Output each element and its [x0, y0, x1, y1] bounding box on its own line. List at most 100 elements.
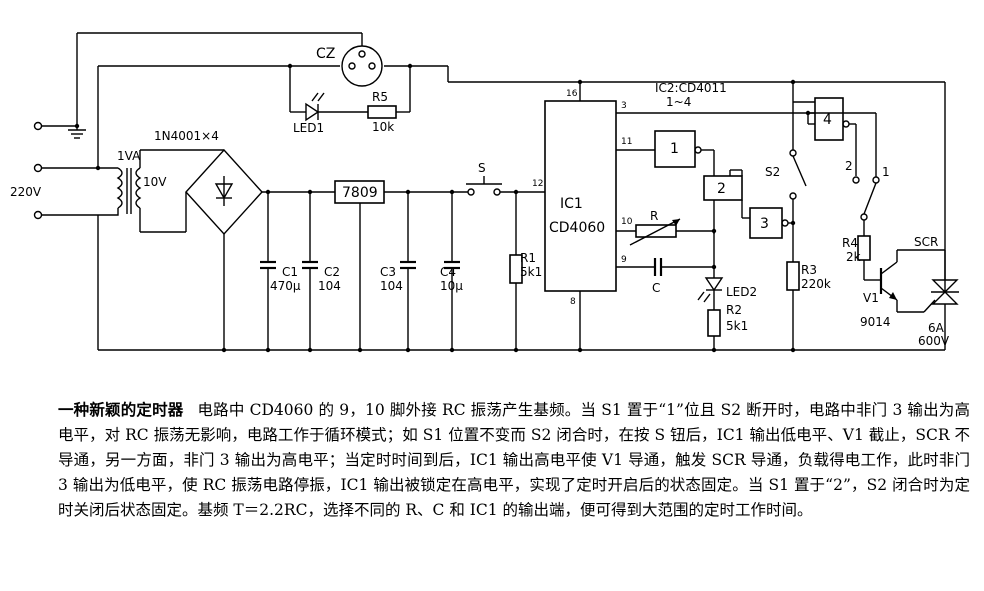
bridge-label: 1N4001×4 — [154, 129, 219, 143]
mains-terminal-bottom — [33, 210, 43, 220]
c4-label: C4 — [440, 265, 456, 279]
bridge-rectifier: 1N4001×4 — [154, 129, 286, 350]
scr-device: SCR 6A 600V — [914, 235, 959, 350]
ic1-body — [544, 100, 617, 292]
timer-circuit-schematic: 220V CZ — [10, 32, 959, 353]
ic1-pin3-output: IC2:CD4011 1~4 — [616, 81, 808, 114]
pin-16: 16 — [566, 89, 578, 99]
pin-10: 10 — [621, 217, 633, 227]
mains-input: 220V — [10, 121, 98, 220]
capacitor-c3: C3 104 — [380, 192, 416, 350]
switch-s-label: S — [478, 161, 486, 175]
gate2-label: 2 — [717, 181, 726, 197]
transformer-secondary-voltage: 10V — [143, 175, 167, 189]
s1-pos1-label: 1 — [882, 165, 890, 179]
gate3-body — [749, 207, 783, 239]
r5-label: R5 — [372, 90, 388, 104]
capacitor-c: C — [616, 258, 717, 295]
r2-label: R2 — [726, 303, 742, 317]
v1-label: V1 — [863, 291, 879, 305]
switch-s1: 2 1 — [808, 112, 890, 221]
r3-body — [786, 261, 800, 291]
c4-value: 10μ — [440, 279, 463, 293]
nand-gate-3: 3 — [741, 170, 793, 239]
regulator-label: 7809 — [342, 185, 378, 201]
s1-pos2-contact — [852, 176, 860, 184]
caption-body: 电路中 CD4060 的 9，10 脚外接 RC 振荡产生基频。当 S1 置于“… — [58, 401, 970, 519]
s2-label: S2 — [765, 165, 780, 179]
mains-terminal-top — [33, 163, 43, 173]
gate1-label: 1 — [670, 141, 679, 157]
r1-value: 5k1 — [520, 265, 542, 279]
switch-s2: S2 — [765, 93, 807, 206]
r3-value: 220k — [801, 277, 831, 291]
c2-value: 104 — [318, 279, 341, 293]
gate4-body — [814, 97, 844, 141]
capacitor-c2: C2 104 — [302, 192, 341, 350]
switch-s-contact-right — [493, 188, 501, 196]
variable-resistor-r: R — [616, 209, 717, 246]
pin-11: 11 — [621, 137, 632, 147]
capacitor-c1: C1 470μ — [260, 192, 301, 350]
socket-icon — [341, 45, 383, 87]
s1-common-contact — [860, 213, 868, 221]
mains-voltage-label: 220V — [10, 185, 42, 199]
r5-value: 10k — [372, 120, 394, 134]
ic1-cd4060: IC1 CD4060 16 3 11 12 10 9 8 — [532, 89, 633, 350]
r3-label: R3 — [801, 263, 817, 277]
socket-cz: CZ — [316, 45, 383, 87]
pin-8: 8 — [570, 297, 576, 307]
ic1-type: CD4060 — [549, 220, 605, 236]
resistor-r3: R3 220k — [786, 206, 831, 350]
scr-label: SCR — [914, 235, 938, 249]
nand-gate-2: 2 — [703, 169, 750, 234]
r2-body — [707, 309, 721, 337]
ic2-gates-label: 1~4 — [666, 95, 691, 109]
resistor-r1: R1 5k1 — [509, 192, 542, 350]
gate4-label: 4 — [823, 112, 832, 128]
transformer-primary-icon — [98, 167, 123, 216]
ic2-label: IC2:CD4011 — [655, 81, 727, 95]
r4-label: R4 — [842, 236, 858, 250]
s1-pos2-label: 2 — [845, 159, 853, 173]
gate2-body — [703, 175, 743, 201]
scr-voltage: 600V — [918, 334, 950, 348]
r2-value: 5k1 — [726, 319, 748, 333]
nand-gate-1: 1 — [616, 130, 715, 176]
capacitor-c4: C4 10μ — [440, 192, 463, 350]
caption-title: 一种新颖的定时器 — [58, 400, 184, 419]
socket-label: CZ — [316, 46, 335, 62]
led2-label: LED2 — [726, 285, 757, 299]
earth-ground — [68, 32, 363, 139]
s2-contact-top — [789, 149, 797, 157]
figure-caption: 一种新颖的定时器电路中 CD4060 的 9，10 脚外接 RC 振荡产生基频。… — [58, 397, 970, 523]
led2-diode-icon — [704, 277, 724, 292]
led2-indicator: LED2 R2 5k1 — [697, 231, 757, 350]
c1-value: 470μ — [270, 279, 301, 293]
pushbutton-s: S — [466, 161, 502, 196]
variable-arrow-icon — [672, 219, 680, 226]
led1-diode-icon — [305, 102, 320, 122]
c1-label: C1 — [282, 265, 298, 279]
s2-contact-bottom — [789, 192, 797, 200]
pin-12: 12 — [532, 179, 543, 189]
c3-label: C3 — [380, 265, 396, 279]
switch-s-contact-left — [467, 188, 475, 196]
led1-label: LED1 — [293, 121, 324, 135]
scr-lower-triangle-icon — [931, 291, 959, 305]
resistor-r4: R4 2k — [842, 220, 880, 281]
led1-indicator: LED1 R5 10k — [289, 66, 411, 135]
pin-3: 3 — [621, 101, 627, 111]
transformer: 1VA 10V — [98, 149, 224, 233]
pin-9: 9 — [621, 255, 627, 265]
ic1-label: IC1 — [560, 196, 583, 212]
ground-rail — [97, 215, 945, 353]
transistor-v1: V1 9014 — [860, 249, 945, 329]
c2-label: C2 — [324, 265, 340, 279]
r-label: R — [650, 209, 658, 223]
r5-resistor — [367, 105, 397, 119]
positive-rail — [265, 189, 545, 195]
regulator-7809: 7809 — [334, 180, 385, 350]
r1-label: R1 — [520, 251, 536, 265]
scr-current: 6A — [928, 321, 945, 335]
